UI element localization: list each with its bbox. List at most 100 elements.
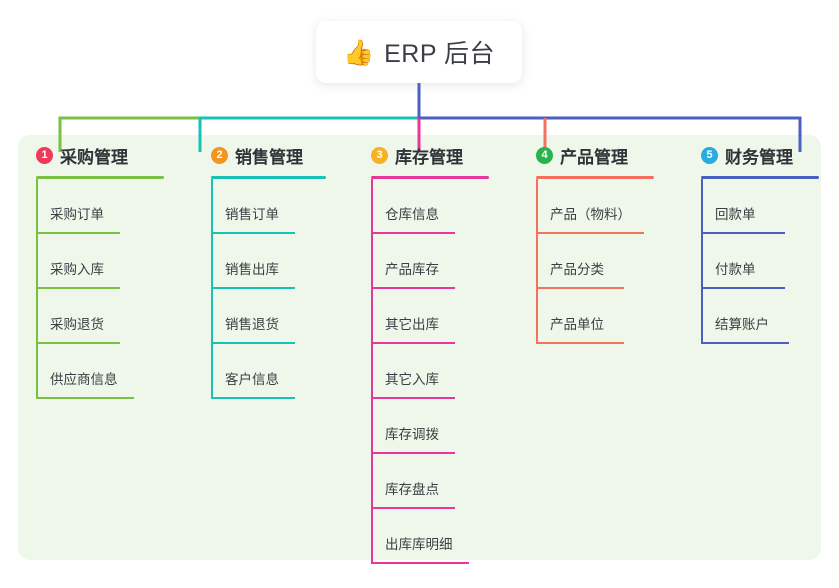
tree-item[interactable]: 销售退货 [193,289,353,344]
column-3: 3 库存管理仓库信息产品库存其它出库其它入库库存调拨库存盘点出库库明细 [353,141,518,564]
column-items: 销售订单销售出库销售退货客户信息 [193,179,353,399]
item-label: 客户信息 [225,372,279,387]
item-label: 回款单 [715,207,756,222]
item-label: 产品单位 [550,317,604,332]
column-underline [371,176,489,179]
item-underline [701,287,785,289]
item-spine [371,399,373,454]
column-2: 2 销售管理销售订单销售出库销售退货客户信息 [193,141,353,399]
item-spine [536,234,538,289]
column-items: 回款单付款单结算账户 [683,179,823,344]
item-spine [701,234,703,289]
column-underline [36,176,164,179]
item-underline [536,232,644,234]
item-label: 销售退货 [225,317,279,332]
thumbs-up-icon: 👍 [342,37,375,67]
column-header-3[interactable]: 3 库存管理 [353,141,518,169]
item-spine [371,234,373,289]
item-spine [36,289,38,344]
tree-item[interactable]: 付款单 [683,234,823,289]
tree-item[interactable]: 客户信息 [193,344,353,399]
column-items: 产品（物料） 产品分类产品单位 [518,179,683,344]
tree-item[interactable]: 回款单 [683,179,823,234]
item-underline [36,397,134,399]
number-badge-icon: 5 [701,146,718,164]
item-underline [536,342,624,344]
item-spine [701,289,703,344]
item-spine [371,289,373,344]
item-underline [211,342,295,344]
item-underline [371,287,455,289]
item-spine [371,509,373,564]
item-label: 产品库存 [385,262,439,277]
item-underline [371,397,455,399]
item-underline [701,232,785,234]
tree-item[interactable]: 其它入库 [353,344,518,399]
item-underline [36,287,120,289]
item-underline [371,232,455,234]
tree-item[interactable]: 采购订单 [18,179,193,234]
item-spine [536,289,538,344]
item-underline [36,232,120,234]
item-label: 采购入库 [50,262,104,277]
tree-item[interactable]: 结算账户 [683,289,823,344]
tree-item[interactable]: 其它出库 [353,289,518,344]
tree-item[interactable]: 采购入库 [18,234,193,289]
item-spine [371,454,373,509]
item-underline [371,452,455,454]
item-spine [36,179,38,234]
tree-item[interactable]: 库存盘点 [353,454,518,509]
item-label: 采购退货 [50,317,104,332]
item-label: 产品（物料） [550,207,631,222]
tree-item[interactable]: 产品分类 [518,234,683,289]
tree-item[interactable]: 库存调拨 [353,399,518,454]
column-underline [211,176,326,179]
item-label: 其它入库 [385,372,439,387]
root-node[interactable]: 👍 ERP 后台 [316,21,522,83]
item-label: 销售出库 [225,262,279,277]
item-underline [371,507,455,509]
item-label: 库存盘点 [385,482,439,497]
column-title: 销售管理 [235,147,303,167]
item-label: 产品分类 [550,262,604,277]
item-spine [211,234,213,289]
tree-item[interactable]: 产品单位 [518,289,683,344]
root-title: ERP 后台 [384,40,496,68]
tree-item[interactable]: 仓库信息 [353,179,518,234]
diagram-panel [18,135,821,560]
item-label: 销售订单 [225,207,279,222]
item-spine [211,289,213,344]
item-label: 仓库信息 [385,207,439,222]
column-title: 库存管理 [395,147,463,167]
item-spine [211,344,213,399]
item-spine [211,179,213,234]
item-underline [536,287,624,289]
item-spine [371,344,373,399]
column-header-2[interactable]: 2 销售管理 [193,141,353,169]
tree-item[interactable]: 销售订单 [193,179,353,234]
number-badge-icon: 3 [371,146,388,164]
item-label: 采购订单 [50,207,104,222]
item-label: 供应商信息 [50,372,118,387]
item-underline [211,397,295,399]
column-items: 采购订单采购入库采购退货供应商信息 [18,179,193,399]
number-badge-icon: 1 [36,146,53,164]
item-underline [371,342,455,344]
tree-item[interactable]: 供应商信息 [18,344,193,399]
number-badge-icon: 2 [211,146,228,164]
item-underline [701,342,789,344]
item-label: 出库库明细 [385,537,453,552]
tree-item[interactable]: 采购退货 [18,289,193,344]
tree-item[interactable]: 出库库明细 [353,509,518,564]
tree-item[interactable]: 销售出库 [193,234,353,289]
item-spine [36,234,38,289]
tree-item[interactable]: 产品（物料） [518,179,683,234]
item-label: 付款单 [715,262,756,277]
item-label: 结算账户 [715,317,769,332]
tree-item[interactable]: 产品库存 [353,234,518,289]
